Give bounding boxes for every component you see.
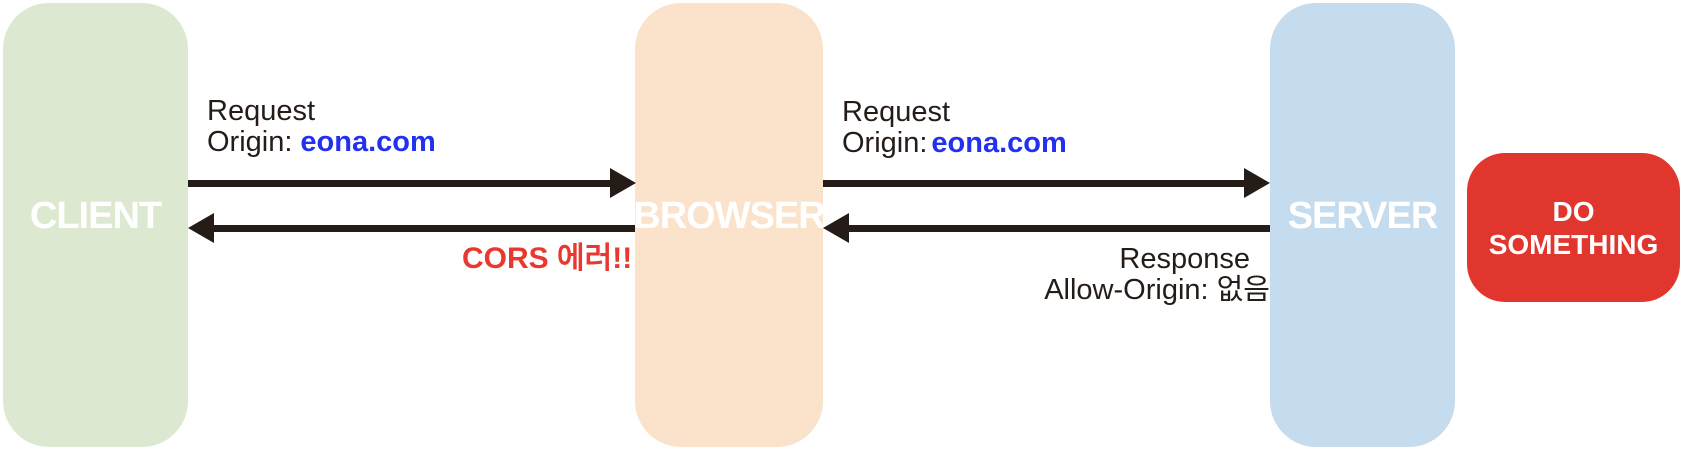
request-line: Request bbox=[207, 95, 316, 127]
client-node: CLIENT bbox=[3, 3, 188, 447]
request-label-client-to-browser: Request Origin:eona.com bbox=[207, 96, 436, 158]
arrow-right-icon bbox=[610, 168, 636, 198]
client-node-label: CLIENT bbox=[29, 194, 162, 237]
origin-value: eona.com bbox=[300, 126, 436, 158]
cors-error-label: CORS 에러!! bbox=[462, 242, 633, 275]
origin-prefix: Origin: bbox=[207, 126, 293, 158]
do-something-node-label: DO SOMETHING bbox=[1489, 195, 1659, 261]
request-line: Request bbox=[842, 96, 951, 128]
origin-prefix: Origin: bbox=[842, 127, 928, 159]
origin-line: Origin:eona.com bbox=[842, 128, 1067, 159]
arrow-right-icon bbox=[1244, 168, 1270, 198]
arrow-server-to-browser-line bbox=[848, 225, 1270, 232]
do-something-node: DO SOMETHING bbox=[1467, 153, 1680, 302]
origin-value: eona.com bbox=[931, 127, 1067, 159]
arrow-left-icon bbox=[823, 213, 849, 243]
server-node: SERVER bbox=[1270, 3, 1455, 447]
arrow-browser-to-client-line bbox=[213, 225, 635, 232]
browser-node: BROWSER bbox=[633, 3, 826, 447]
arrow-browser-to-server-line bbox=[823, 180, 1246, 187]
do-something-line1: DO bbox=[1552, 195, 1595, 227]
arrow-client-to-browser-line bbox=[188, 180, 612, 187]
do-something-line2: SOMETHING bbox=[1488, 228, 1659, 260]
browser-node-label: BROWSER bbox=[633, 194, 825, 237]
request-label-browser-to-server: Request Origin:eona.com bbox=[842, 97, 1067, 159]
server-node-label: SERVER bbox=[1287, 194, 1439, 237]
origin-line: Origin:eona.com bbox=[207, 127, 436, 158]
response-line: Response bbox=[1119, 243, 1250, 275]
response-label-server-to-browser: Response Allow-Origin: 없음 bbox=[1044, 244, 1270, 306]
arrow-left-icon bbox=[188, 213, 214, 243]
allow-origin-line: Allow-Origin: 없음 bbox=[1044, 274, 1270, 306]
